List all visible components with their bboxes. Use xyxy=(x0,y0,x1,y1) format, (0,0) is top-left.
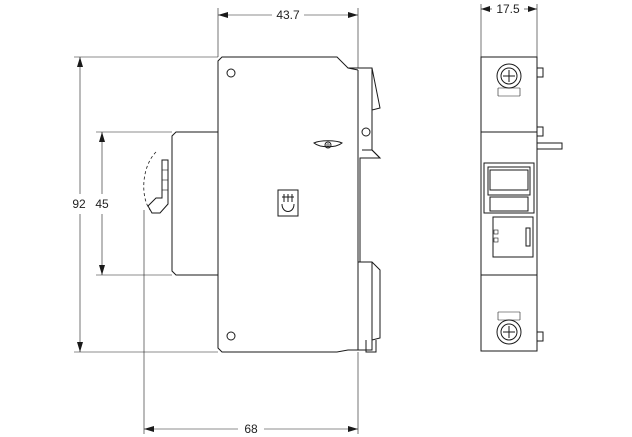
dim-45: 45 xyxy=(95,197,109,211)
din-clip-upper xyxy=(347,67,381,159)
dim-68: 68 xyxy=(244,422,258,436)
lever-handle xyxy=(147,159,169,214)
symbol-box xyxy=(277,189,299,217)
terminal-screw-icon xyxy=(313,140,343,148)
dim-17-5: 17.5 xyxy=(496,2,520,16)
side-view xyxy=(143,56,382,353)
side-housing-outline xyxy=(171,56,382,353)
mount-hole-bottom-icon xyxy=(226,331,236,341)
front-housing xyxy=(480,56,538,352)
din-clip-lower xyxy=(358,261,377,353)
dim-43-7: 43.7 xyxy=(276,8,300,22)
front-view xyxy=(480,56,563,352)
symbol-icon xyxy=(281,194,295,212)
lever-sweep-dashed xyxy=(143,151,157,211)
dimension-lines xyxy=(74,4,538,434)
side-pin xyxy=(536,142,563,150)
rail-hole-icon xyxy=(361,127,371,137)
mount-hole-top-icon xyxy=(226,68,236,78)
toggle-window xyxy=(483,162,535,214)
dim-92: 92 xyxy=(72,197,86,211)
indicator-window xyxy=(492,216,534,258)
